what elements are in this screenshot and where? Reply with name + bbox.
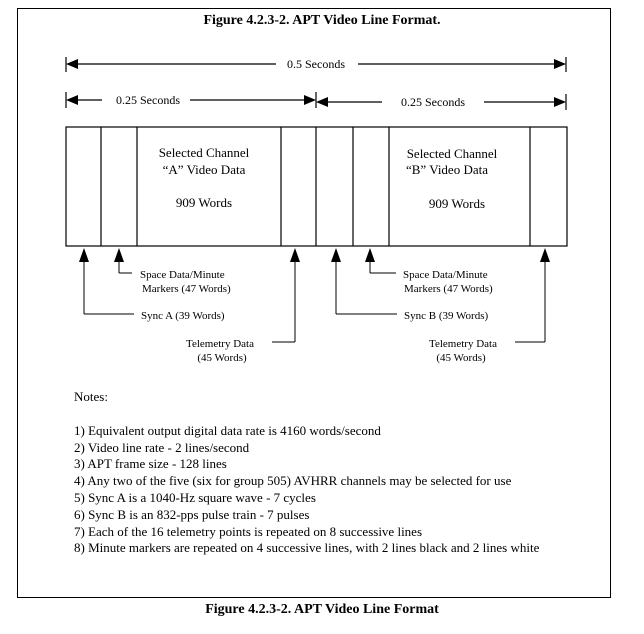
callout-sync-b: Sync B (39 Words) xyxy=(331,248,488,322)
telemetry-b-label-1: Telemetry Data xyxy=(429,338,497,350)
channel-b-line2: “B” Video Data xyxy=(406,162,488,177)
video-line-box: Selected Channel “A” Video Data 909 Word… xyxy=(65,126,568,247)
channel-a-line3: 909 Words xyxy=(176,195,232,210)
callout-space-a: Space Data/Minute Markers (47 Words) xyxy=(114,248,231,295)
note-item: 4) Any two of the five (six for group 50… xyxy=(74,473,512,489)
dimension-right-label: 0.25 Seconds xyxy=(401,95,465,109)
channel-b-line3: 909 Words xyxy=(429,196,485,211)
note-item: 5) Sync A is a 1040-Hz square wave - 7 c… xyxy=(74,489,316,505)
figure-frame xyxy=(17,8,611,598)
notes-heading: Notes: xyxy=(74,389,108,404)
callout-space-b: Space Data/Minute Markers (47 Words) xyxy=(365,248,493,295)
telemetry-b-label-2: (45 Words) xyxy=(436,352,486,364)
space-b-label-2: Markers (47 Words) xyxy=(404,283,493,295)
channel-b-line1: Selected Channel xyxy=(407,146,498,161)
note-item: 7) Each of the 16 telemetry points is re… xyxy=(74,523,423,539)
dimension-total-label: 0.5 Seconds xyxy=(287,57,345,71)
telemetry-a-label-2: (45 Words) xyxy=(197,352,247,364)
dimension-right-half: 0.25 Seconds xyxy=(316,94,567,110)
telemetry-a-label-1: Telemetry Data xyxy=(186,338,254,350)
note-item: 2) Video line rate - 2 lines/second xyxy=(74,439,250,455)
sync-a-label: Sync A (39 Words) xyxy=(141,310,225,322)
note-item: 6) Sync B is an 832-pps pulse train - 7 … xyxy=(74,506,310,522)
notes-section: Notes: 1) Equivalent output digital data… xyxy=(74,389,594,557)
dimension-left-label: 0.25 Seconds xyxy=(116,93,180,107)
callout-telemetry-a: Telemetry Data (45 Words) xyxy=(186,248,300,364)
callout-telemetry-b: Telemetry Data (45 Words) xyxy=(429,248,550,364)
dimension-total: 0.5 Seconds xyxy=(65,57,567,72)
callout-sync-a: Sync A (39 Words) xyxy=(79,248,225,322)
note-item: 8) Minute markers are repeated on 4 succ… xyxy=(74,540,540,556)
apt-line-diagram: 0.5 Seconds 0.25 Seconds 0.25 Seconds Se… xyxy=(65,57,568,364)
channel-a-line2: “A” Video Data xyxy=(163,162,246,177)
channel-a-line1: Selected Channel xyxy=(159,145,250,160)
note-item: 1) Equivalent output digital data rate i… xyxy=(74,422,381,438)
figure-title: Figure 4.2.3-2. APT Video Line Format. xyxy=(203,13,441,28)
note-item: 3) APT frame size - 128 lines xyxy=(74,456,227,472)
dimension-left-half: 0.25 Seconds xyxy=(65,92,317,108)
space-b-label-1: Space Data/Minute xyxy=(403,269,488,281)
space-a-label-2: Markers (47 Words) xyxy=(142,283,231,295)
sync-b-label: Sync B (39 Words) xyxy=(404,310,488,322)
figure-caption: Figure 4.2.3-2. APT Video Line Format xyxy=(205,602,439,617)
space-a-label-1: Space Data/Minute xyxy=(140,269,225,281)
